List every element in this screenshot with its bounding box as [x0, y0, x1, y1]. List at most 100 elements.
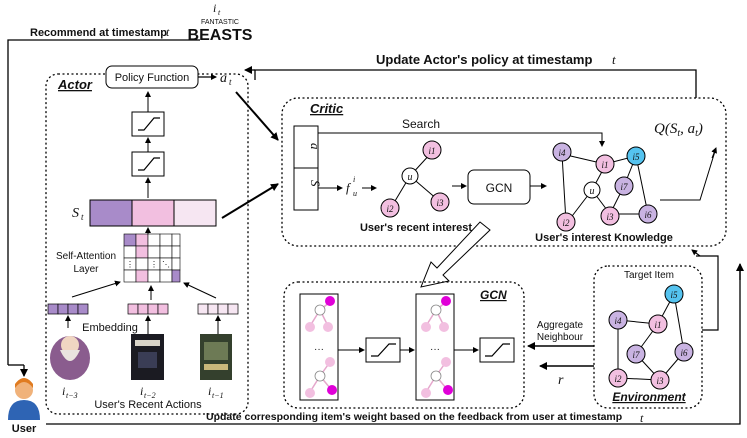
embedding-vector-3: [197, 303, 239, 315]
svg-text:i4: i4: [558, 148, 566, 158]
embedding-label: Embedding: [82, 322, 138, 334]
dumbledore-thumbnail: [50, 336, 90, 380]
gcn-layer-2: ···: [415, 293, 455, 401]
feature-sub: u: [353, 189, 357, 198]
svg-text:···: ···: [430, 344, 440, 355]
svg-text:i1: i1: [428, 146, 435, 156]
critic-state-input: S: [308, 180, 323, 187]
item-sub-2: t−2: [144, 391, 156, 400]
item-label-3: i: [208, 384, 211, 398]
svg-text:i3: i3: [656, 376, 664, 386]
relu-icon: [371, 343, 396, 357]
state-seg-1: [89, 199, 133, 227]
critic-box: [281, 97, 727, 247]
critic-action-input: a: [308, 143, 323, 150]
self-attention-grid: ⋮ ⋮ ⋱: [123, 233, 181, 283]
svg-text:i2: i2: [562, 218, 570, 228]
critic-gcn-box: [467, 169, 531, 205]
recent-interest-label: User's recent interest: [360, 222, 472, 234]
svg-text:i3: i3: [606, 212, 614, 222]
gcn-title: GCN: [480, 288, 507, 302]
activation-box-1: [131, 151, 165, 177]
embedding-vector-2: [127, 303, 169, 315]
feature-sup: i: [353, 175, 355, 184]
self-attention-label-2: Layer: [73, 264, 99, 275]
embedding-vector-1: [47, 303, 89, 315]
reward-label: r: [558, 373, 564, 388]
top-item-sub: t: [218, 8, 221, 17]
svg-text:u: u: [408, 172, 413, 183]
update-actor-label: Update Actor's policy at timestamp: [376, 52, 592, 67]
update-actor-arrow: [244, 66, 697, 98]
svg-text:i6: i6: [680, 348, 688, 358]
top-item-label: i: [213, 1, 216, 15]
q-label: Q(St, at): [654, 121, 703, 139]
chamber-of-secrets-thumbnail: [200, 334, 232, 380]
svg-text:FANTASTIC: FANTASTIC: [201, 19, 239, 26]
action-label: a: [220, 71, 227, 86]
knowledge-to-q-arrow: [711, 147, 717, 159]
critic-title: Critic: [310, 101, 344, 116]
emb3-to-attn-arrow: [183, 282, 217, 299]
recent-actions-label: User's Recent Actions: [94, 399, 202, 411]
svg-text:BEASTS: BEASTS: [188, 27, 253, 44]
update-actor-t: t: [612, 52, 616, 67]
interest-knowledge-graph: u i4 i1 i5 i7 i2 i3 i6: [552, 142, 658, 232]
state-sub: t: [81, 212, 84, 222]
state-seg-3: [173, 199, 217, 227]
relu-icon: [138, 117, 160, 131]
item-sub-3: t−1: [212, 391, 224, 400]
feedback-line: [46, 264, 741, 425]
knowledge-label: User's interest Knowledge: [535, 232, 673, 244]
svg-text:i7: i7: [620, 182, 628, 192]
svg-text:⋱: ⋱: [162, 260, 170, 269]
item-sub-1: t−3: [66, 391, 78, 400]
recent-interest-graph: u i1 i2 i3: [380, 140, 450, 218]
svg-text:i7: i7: [632, 350, 640, 360]
svg-text:i2: i2: [614, 374, 622, 384]
relu-icon: [138, 157, 160, 171]
svg-text:i1: i1: [601, 160, 608, 170]
activation-box-2: [131, 111, 165, 137]
action-sub: t: [229, 77, 232, 87]
svg-text:i2: i2: [386, 204, 394, 214]
aggregate-label-2: Neighbour: [537, 332, 584, 343]
environment-title: Environment: [612, 390, 686, 404]
env-to-critic-line: [696, 255, 719, 331]
svg-text:i3: i3: [436, 198, 444, 208]
svg-text:i5: i5: [670, 290, 678, 300]
svg-text:i4: i4: [614, 316, 622, 326]
svg-text:u: u: [590, 186, 595, 197]
actor-title: Actor: [57, 77, 93, 92]
critic-gcn-label: GCN: [486, 181, 513, 195]
emb1-to-attn-arrow: [71, 280, 121, 298]
svg-text:⋮: ⋮: [126, 260, 134, 269]
feedback-t: t: [640, 411, 644, 425]
harry-potter-book-thumbnail: [131, 334, 164, 380]
target-item-label: Target Item: [624, 270, 674, 281]
user-icon: [8, 378, 40, 420]
svg-text:i1: i1: [654, 320, 661, 330]
self-attention-label-1: Self-Attention: [56, 251, 116, 262]
feedback-label: Update corresponding item's weight based…: [206, 411, 622, 423]
fantastic-beasts-poster: FANTASTIC BEASTS: [188, 19, 253, 44]
env-to-critic-arrow: [691, 249, 701, 257]
state-label: S: [72, 206, 79, 221]
environment-box: [593, 265, 703, 409]
knowledge-to-q-line: [660, 147, 717, 201]
user-label: User: [12, 423, 37, 435]
feature-label: f: [346, 180, 352, 195]
svg-text:···: ···: [314, 344, 324, 355]
critic-to-gcn-hollow-arrow: [420, 221, 491, 288]
gcn-box: [283, 281, 525, 409]
environment-graph: i5 i4 i1 i7 i6 i2 i3: [608, 284, 694, 390]
svg-text:⋮: ⋮: [150, 260, 158, 269]
gcn-layer-1: ···: [299, 293, 339, 401]
search-label: Search: [402, 117, 440, 131]
policy-function-label: Policy Function: [115, 72, 190, 84]
state-seg-2: [131, 199, 175, 227]
aggregate-label-1: Aggregate: [537, 320, 584, 331]
item-label-2: i: [140, 384, 143, 398]
